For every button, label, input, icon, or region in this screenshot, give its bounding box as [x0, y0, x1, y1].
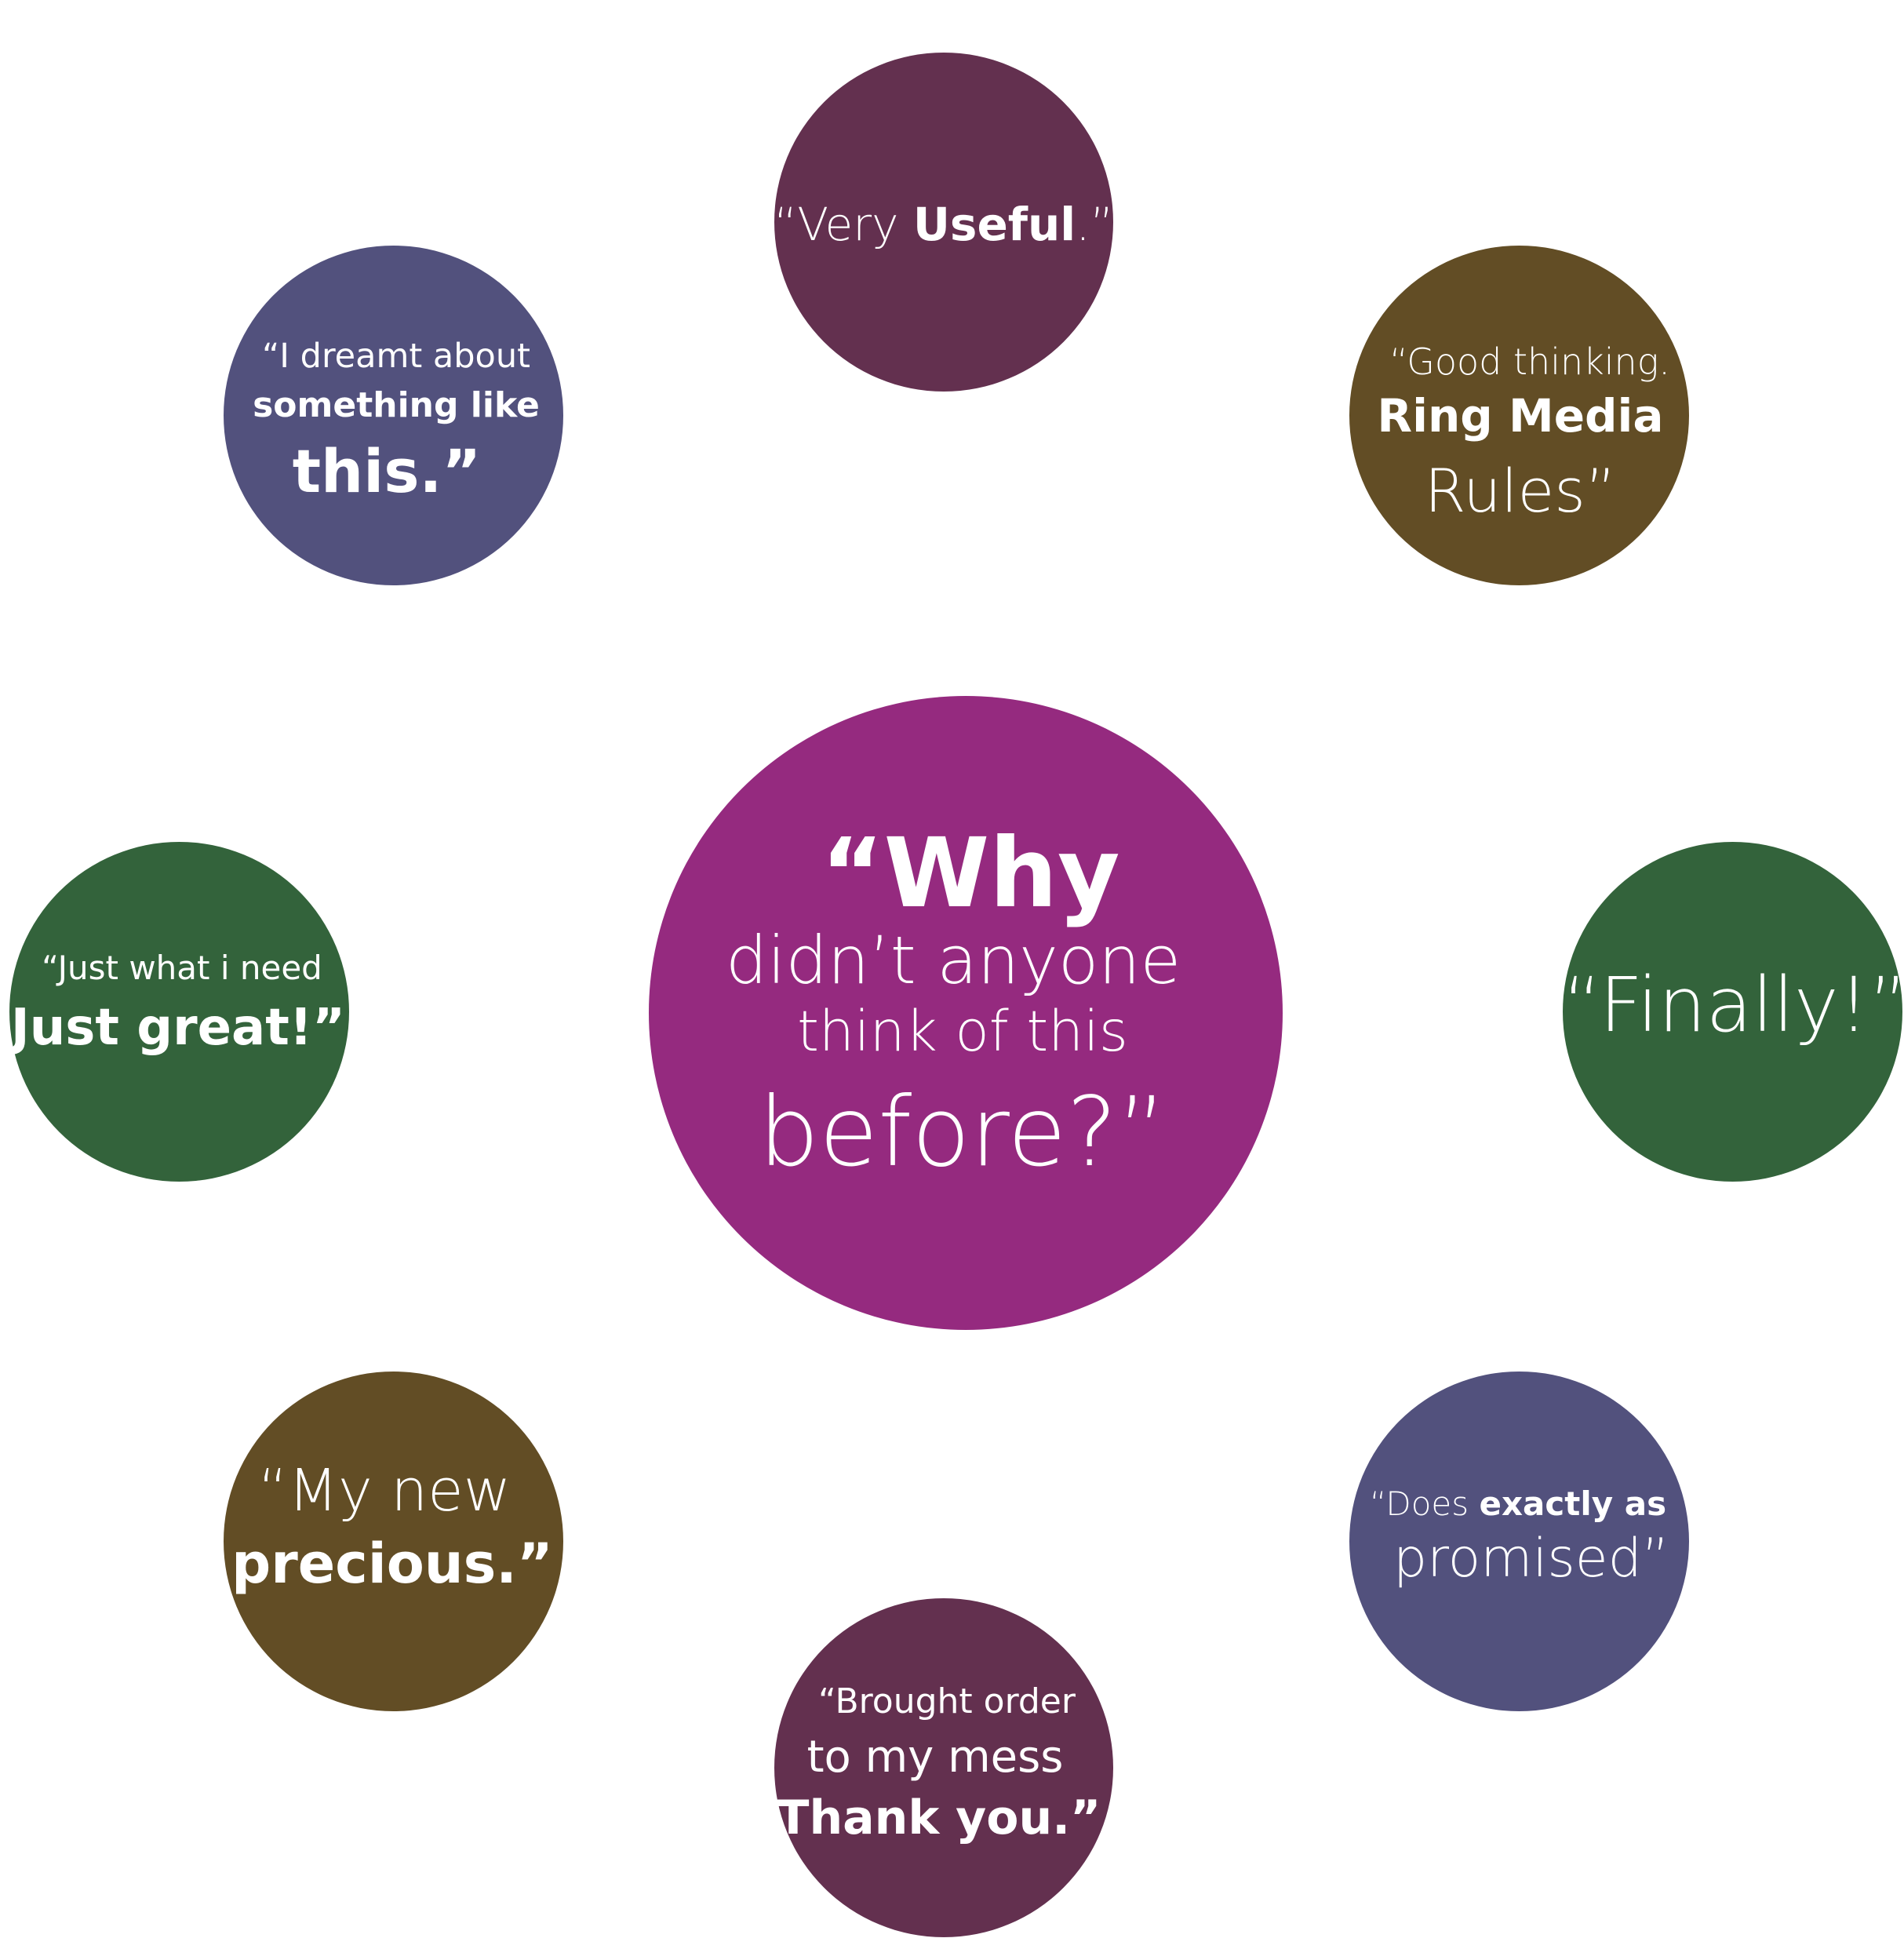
quote-just-line-1: “Just what i need	[42, 949, 322, 987]
quote-order-line-3: Thank you.”	[777, 1790, 1101, 1845]
quote-bubble-dreamt: “I dreamt about something like this.”	[224, 246, 563, 585]
quote-order: “Brought order to my mess Thank you.”	[774, 1598, 1113, 1937]
quote-bubble-finally: “Finally!”	[1563, 842, 1904, 1182]
quote-just-line-2: Just great!”	[10, 999, 346, 1057]
quote-bubble-promised: “Does exactly as promised”	[1349, 1372, 1689, 1711]
quote-useful-bold: Useful	[912, 198, 1076, 251]
quote-useful: “Very Useful.”	[774, 53, 1113, 392]
quote-bubble-good-thinking: “Good thinking. Ring Media Rules”	[1349, 246, 1689, 585]
quote-good-thinking: “Good thinking. Ring Media Rules”	[1349, 246, 1689, 585]
quote-finally: “Finally!”	[1563, 842, 1904, 1182]
quote-promised-line-2: promised”	[1393, 1528, 1670, 1590]
central-quote-line-2: didn’t anyone	[725, 922, 1181, 999]
central-quote-bubble: “Why didn’t anyone think of this before?…	[649, 696, 1283, 1330]
quote-bubble-just-great: “Just what i need Just great!”	[9, 842, 349, 1182]
central-quote-line-1: “Why	[821, 818, 1120, 929]
quote-precious-line-1: “My new	[257, 1457, 511, 1525]
quote-order-line-2: to my mess	[806, 1732, 1064, 1783]
quote-useful-text: “Very Useful.”	[774, 202, 1113, 247]
quote-finally-line-1: “Finally!”	[1563, 961, 1904, 1049]
quote-dreamt: “I dreamt about something like this.”	[224, 246, 563, 585]
quote-dreamt-line-1: “I dreamt about	[262, 337, 530, 376]
quote-precious-line-2: precious.”	[231, 1532, 553, 1596]
quote-useful-post: .”	[1076, 198, 1114, 251]
quote-promised: “Does exactly as promised”	[1349, 1372, 1689, 1711]
central-quote: “Why didn’t anyone think of this before?…	[649, 696, 1283, 1330]
quote-good-line-2: Ring Media	[1377, 389, 1664, 443]
quote-precious: “My new precious.”	[224, 1372, 563, 1711]
central-quote-line-4: before?”	[758, 1076, 1167, 1188]
quote-promised-pre: “Does	[1369, 1484, 1480, 1523]
quote-bubble-order: “Brought order to my mess Thank you.”	[774, 1598, 1113, 1937]
quote-promised-line-1: “Does exactly as	[1370, 1488, 1666, 1521]
quote-dreamt-line-3: this.”	[292, 436, 482, 506]
quote-promised-bold: exactly as	[1479, 1484, 1667, 1523]
central-quote-line-3: think of this	[797, 999, 1128, 1064]
quote-dreamt-line-2: something like	[253, 385, 540, 425]
quote-bubble-useful: “Very Useful.”	[774, 53, 1114, 392]
quote-useful-pre: “Very	[774, 198, 913, 251]
quote-just-great: “Just what i need Just great!”	[9, 842, 349, 1182]
quote-bubble-precious: “My new precious.”	[224, 1372, 563, 1711]
quote-order-line-1: “Brought order	[818, 1681, 1076, 1721]
quote-good-line-3: Rules”	[1424, 456, 1617, 526]
quote-good-line-1: “Good thinking.	[1389, 341, 1670, 383]
